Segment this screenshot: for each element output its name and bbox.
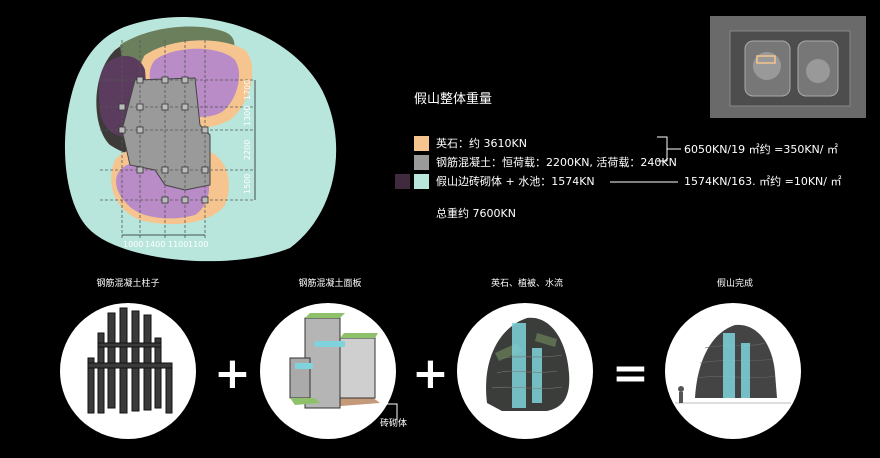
step-image-stone [457, 303, 593, 439]
step-label-stone: 英石、植被、水流 [490, 279, 563, 289]
step-label-complete: 假山完成 [716, 279, 753, 289]
dim-h-1: 1000 [123, 240, 144, 249]
legend-item-masonry: 假山边砖砌体 + 水池：1574KN [436, 175, 595, 188]
legend-bracket [657, 136, 681, 162]
step-label-columns: 钢筋混凝土柱子 [96, 279, 160, 289]
dim-v-3: 2200 [243, 139, 252, 160]
legend-swatch-masonry-dark [395, 174, 410, 189]
equals-operator: = [612, 348, 649, 399]
legend-swatch-masonry [414, 174, 429, 189]
legend-item-concrete: 钢筋混凝土：恒荷载：2200KN, 活荷载：240KN [436, 156, 677, 169]
dim-v-2: 1300 [243, 105, 252, 126]
step-image-slabs [260, 303, 396, 439]
annotation-masonry: 砖砌体 [380, 419, 408, 429]
dim-v-1: 1700 [243, 79, 252, 100]
plus-operator-2: + [412, 348, 449, 399]
key-plan-highlight [756, 55, 776, 64]
dim-h-4: 1100 [188, 240, 209, 249]
legend-swatch-concrete [414, 155, 429, 170]
step-image-complete [665, 303, 801, 439]
legend-swatch-stone [414, 136, 429, 151]
legend-connector [610, 181, 678, 183]
rockery-plan-drawing [64, 16, 337, 262]
legend-item-stone: 英石：约 3610KN [436, 137, 527, 150]
legend-title: 假山整体重量 [414, 92, 493, 107]
dim-v-4: 1500 [243, 173, 252, 194]
key-plan-thumbnail [710, 16, 866, 118]
calc-concrete-stone: 6050KN/19 ㎡约 =350KN/ ㎡ [684, 143, 838, 156]
step-label-slabs: 钢筋混凝土面板 [298, 279, 362, 289]
dim-h-3: 1100 [168, 240, 189, 249]
total-weight: 总重约 7600KN [436, 207, 516, 220]
step-image-columns [60, 303, 196, 439]
calc-masonry: 1574KN/163. ㎡约 =10KN/ ㎡ [684, 175, 842, 188]
dim-h-2: 1400 [145, 240, 166, 249]
plus-operator-1: + [214, 348, 251, 399]
masonry-leader-line [387, 403, 398, 420]
